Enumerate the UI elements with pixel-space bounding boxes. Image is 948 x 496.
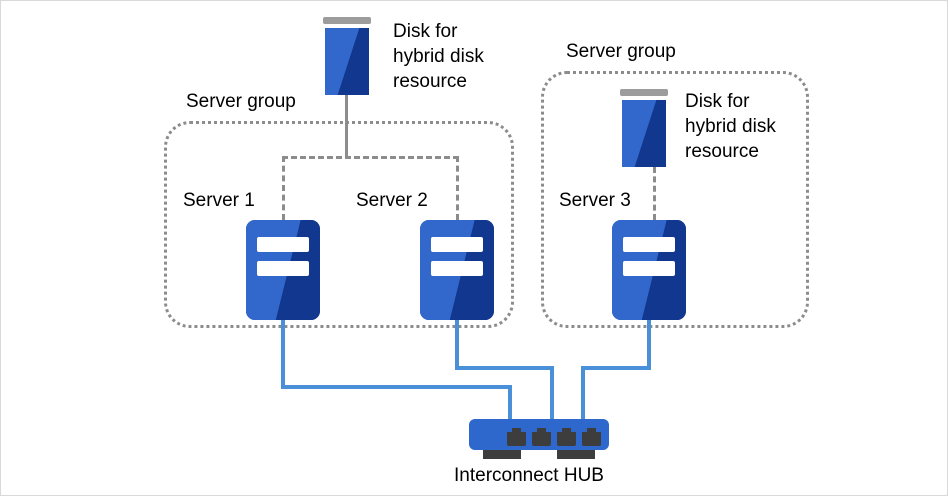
- disk-body: [622, 100, 666, 167]
- disk-branch-server-2: [456, 156, 459, 220]
- server-icon-3: [612, 220, 686, 320]
- hub-foot: [557, 447, 595, 459]
- server-2-label: Server 2: [356, 190, 428, 211]
- hub-port: [557, 428, 576, 446]
- disk-body: [325, 28, 369, 95]
- server-group-box-right: [541, 71, 809, 328]
- disk-branch-server-1: [282, 156, 285, 220]
- disk-icon-right: [620, 89, 668, 167]
- network-cable-server-1-run: [281, 385, 512, 389]
- server-group-label-right: Server group: [566, 41, 676, 62]
- disk-cap: [620, 89, 668, 96]
- server-bar: [257, 237, 309, 252]
- server-bar: [257, 261, 309, 276]
- server-1-label: Server 1: [183, 190, 255, 211]
- disk-cap: [323, 17, 371, 24]
- hub-port: [507, 428, 526, 446]
- network-cable-server-1-riser: [508, 385, 512, 425]
- network-cable-server-3-drop: [647, 320, 651, 370]
- server-bar: [431, 237, 483, 252]
- disk-stem-left: [345, 95, 348, 157]
- disk-bus-left: [282, 156, 459, 159]
- hub-body: [469, 419, 609, 450]
- interconnect-hub-icon: [469, 419, 609, 465]
- hub-port: [532, 428, 551, 446]
- server-icon-2: [420, 220, 494, 320]
- server-bar: [623, 237, 675, 252]
- disk-label-left: Disk for hybrid disk resource: [393, 21, 484, 92]
- network-cable-server-3-riser: [581, 366, 585, 425]
- network-cable-server-3-run: [581, 366, 651, 370]
- server-icon-1: [246, 220, 320, 320]
- server-bar: [623, 261, 675, 276]
- disk-icon-left: [323, 17, 371, 95]
- disk-branch-server-3: [653, 167, 656, 220]
- hub-port: [582, 428, 601, 446]
- network-cable-server-1-drop: [281, 320, 285, 389]
- server-group-box-left: [164, 121, 514, 328]
- hub-foot: [483, 447, 521, 459]
- server-3-label: Server 3: [559, 190, 631, 211]
- disk-label-right: Disk for hybrid disk resource: [685, 91, 776, 162]
- network-cable-server-2-drop: [455, 320, 459, 370]
- network-cable-server-2-run: [455, 366, 554, 370]
- server-group-label-left: Server group: [186, 91, 296, 112]
- interconnect-hub-label: Interconnect HUB: [454, 465, 604, 486]
- network-cable-server-2-riser: [550, 366, 554, 425]
- server-bar: [431, 261, 483, 276]
